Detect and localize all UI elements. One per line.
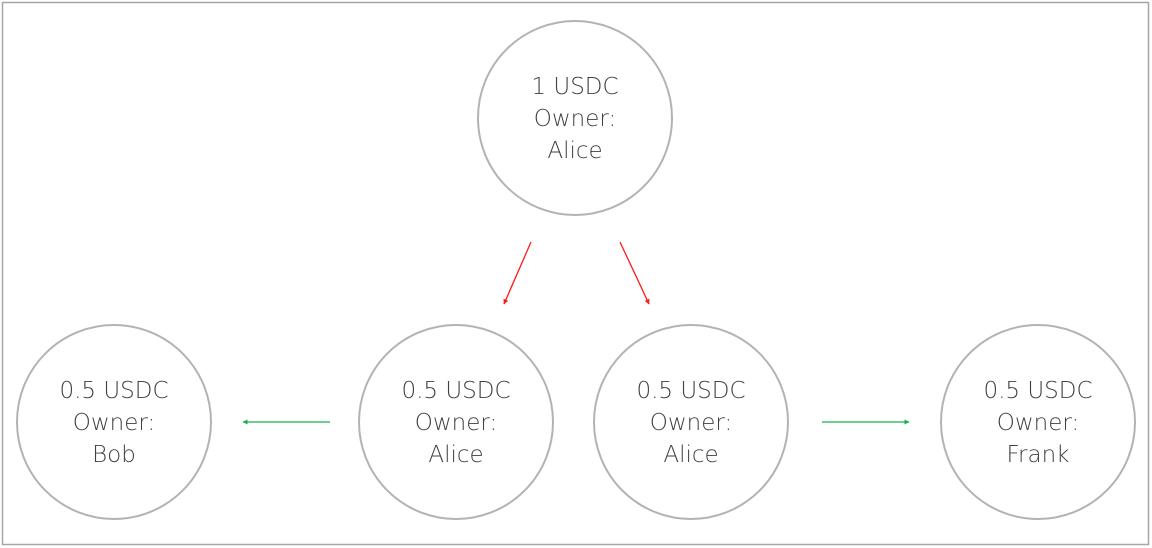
node-alice-right: 0.5 USDC Owner: Alice bbox=[593, 324, 789, 520]
node-owner-label: Owner: bbox=[534, 106, 616, 132]
node-owner: Bob bbox=[92, 442, 136, 468]
split-arrow-left bbox=[503, 241, 532, 305]
node-top: 1 USDC Owner: Alice bbox=[477, 20, 673, 216]
node-owner: Alice bbox=[547, 138, 602, 164]
node-owner: Alice bbox=[428, 442, 483, 468]
node-amount: 0.5 USDC bbox=[401, 378, 510, 404]
node-frank: 0.5 USDC Owner: Frank bbox=[940, 324, 1136, 520]
node-amount: 0.5 USDC bbox=[59, 378, 168, 404]
node-bob: 0.5 USDC Owner: Bob bbox=[16, 324, 212, 520]
node-owner-label: Owner: bbox=[650, 410, 732, 436]
node-amount: 0.5 USDC bbox=[636, 378, 745, 404]
node-alice-left: 0.5 USDC Owner: Alice bbox=[358, 324, 554, 520]
node-owner: Alice bbox=[663, 442, 718, 468]
node-owner: Frank bbox=[1006, 442, 1069, 468]
node-owner-label: Owner: bbox=[73, 410, 155, 436]
node-owner-label: Owner: bbox=[415, 410, 497, 436]
node-amount: 0.5 USDC bbox=[983, 378, 1092, 404]
node-owner-label: Owner: bbox=[997, 410, 1079, 436]
split-arrow-right bbox=[619, 241, 650, 305]
node-amount: 1 USDC bbox=[531, 74, 618, 100]
